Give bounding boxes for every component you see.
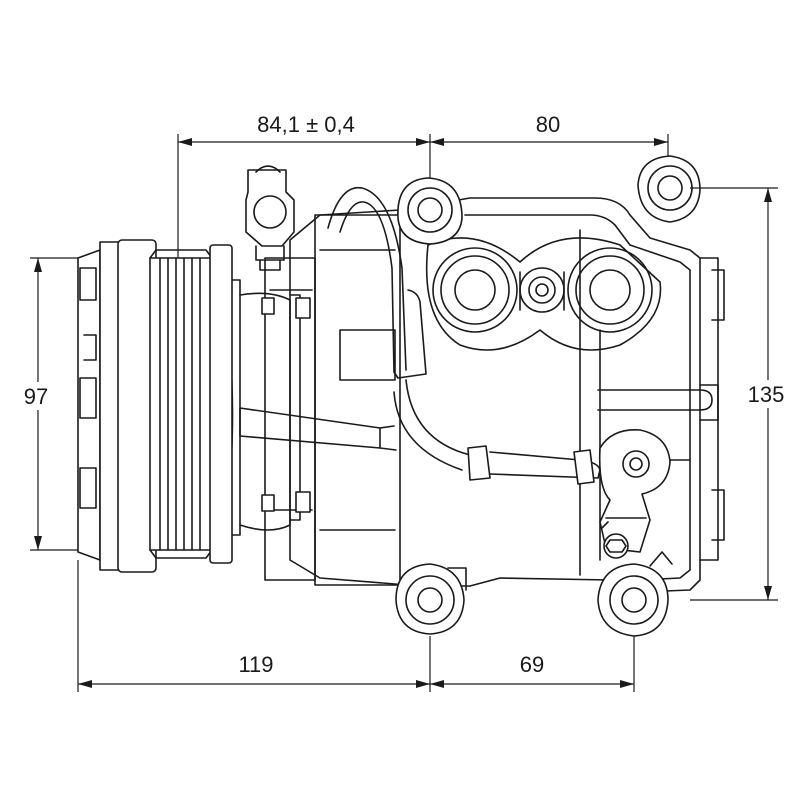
mounting-ears [395,155,701,637]
pulley-grooves [159,257,201,551]
dimension-label-top-right: 80 [536,112,560,137]
wire-harness [239,186,601,485]
compressor-body [224,197,725,593]
dimension-label-bottom-left: 119 [238,652,273,677]
relief-valve [598,429,671,559]
electrical-connector [245,165,295,271]
service-ports [425,237,662,351]
dimension-label-bottom-right: 69 [520,652,544,677]
dimension-label-right-height: 135 [748,382,785,407]
dimension-label-left-height: 97 [24,384,48,409]
dimension-label-top-left: 84,1 ± 0,4 [257,112,355,137]
pulley [77,239,233,573]
